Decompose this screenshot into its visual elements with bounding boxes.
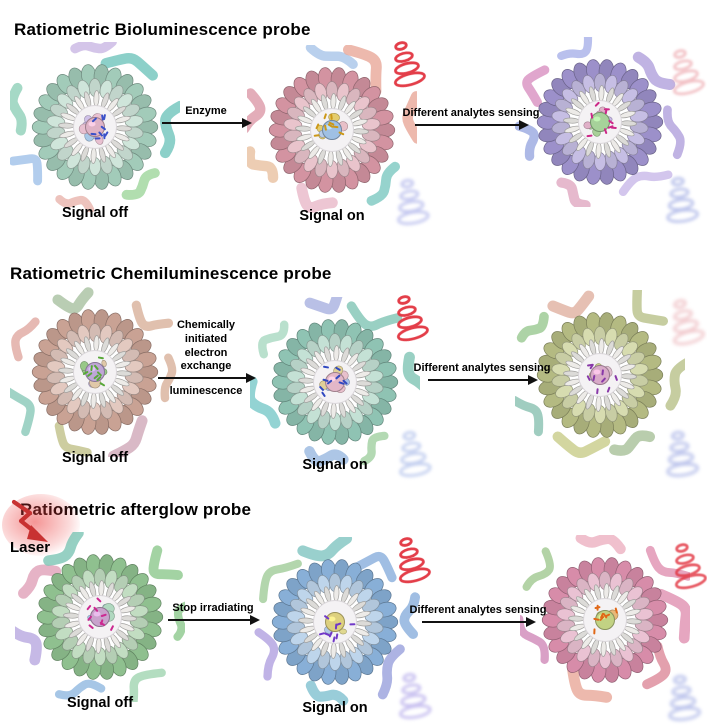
arrow-enzyme: Enzyme [162,105,252,129]
emission-coil-red [666,536,707,590]
emission-coil-purple-dim [390,172,430,226]
arrow-analytes-sensing-2: Different analytes sensing [414,362,550,386]
arrow-stop-irradiating: Stop irradiating [168,602,260,626]
nanoparticle-afterglow-signal-off [15,532,185,702]
emission-coil-blue-dim [660,424,700,478]
section-title-bioluminescence: Ratiometric Bioluminescence probe [14,20,311,40]
nanoparticle-afterglow-signal-on [250,537,420,707]
arrow-stop-label: Stop irradiating [172,602,254,615]
arrow-line [162,117,252,129]
emission-coil-blue-dim [660,170,700,224]
arrow-cieel-label-bottom: luminescence [169,385,243,397]
caption-signal-off: Signal off [61,450,129,466]
arrow-analytes-label: Different analytes sensing [413,362,551,375]
caption-signal-on: Signal on [299,208,365,224]
arrow-cieel-label-top: Chemically initiated electron exchange [176,319,236,373]
arrow-line [422,616,536,628]
nanoparticle-chemi-signal-off [10,287,180,457]
nanoparticle-afterglow-analyte [520,535,690,705]
arrow-analytes-label: Different analytes sensing [409,604,547,617]
caption-signal-on: Signal on [302,700,368,716]
emission-coil-pink-dim [664,42,705,96]
emission-coil-red [385,34,426,88]
nanoparticle-bio-signal-off [10,42,180,212]
caption-signal-on: Signal on [302,457,368,473]
emission-coil-purple-dim [392,666,432,720]
laser-label: Laser [10,539,51,556]
section-title-chemiluminescence: Ratiometric Chemiluminescence probe [10,264,332,284]
arrow-analytes-sensing-3: Different analytes sensing [410,604,546,628]
arrow-enzyme-label: Enzyme [185,105,227,118]
arrow-analytes-label: Different analytes sensing [402,107,540,120]
nanoparticle-chemi-analyte [515,290,685,460]
nanoparticle-chemi-signal-on [250,297,420,467]
emission-coil-blue-dim [392,424,432,478]
emission-coil-red [390,530,431,584]
nanoparticle-bio-analyte [515,37,685,207]
emission-coil-red [388,288,429,342]
arrow-line [428,374,538,386]
arrow-line [158,372,256,384]
arrow-line [415,119,529,131]
emission-coil-red-dim [664,292,705,346]
arrow-cieel: Chemically initiated electron exchange l… [158,319,256,397]
caption-signal-off: Signal off [66,695,134,711]
caption-signal-off: Signal off [61,205,129,221]
arrow-line [168,614,260,626]
emission-coil-blue-dim [662,668,702,722]
arrow-analytes-sensing-1: Different analytes sensing [403,107,539,131]
laser-arrow-icon [11,499,48,542]
